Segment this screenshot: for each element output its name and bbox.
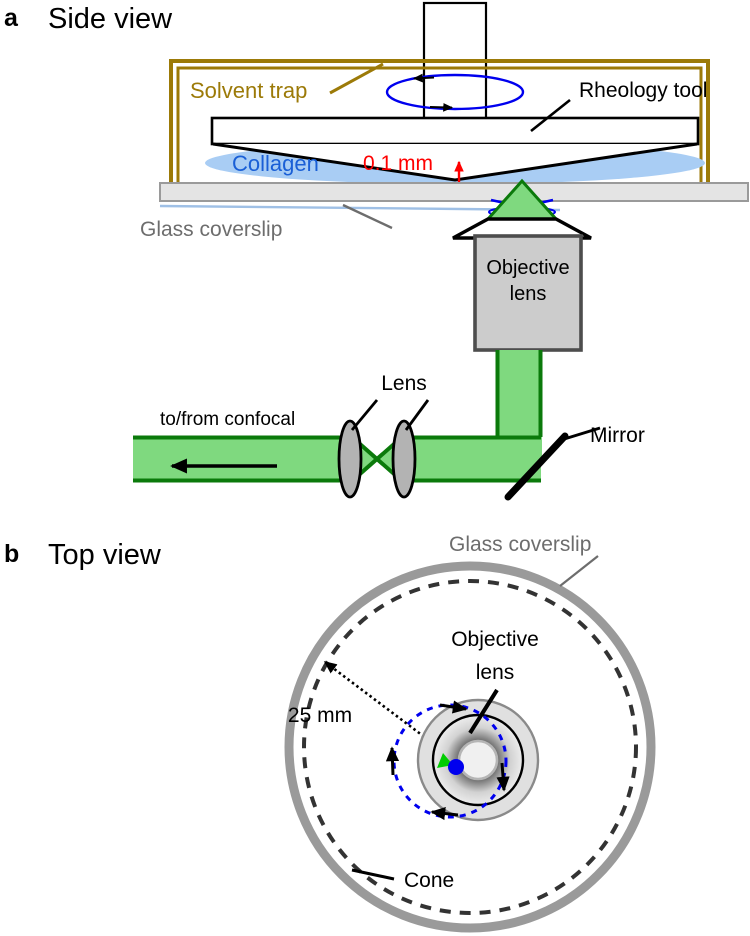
scan-arrow-right	[496, 762, 510, 792]
relay-lens-left	[337, 419, 363, 499]
mirror-surface	[504, 432, 569, 501]
objective-nosepiece	[452, 217, 592, 240]
lens-leader-left	[350, 399, 379, 431]
glass-coverslip-label: Glass coverslip	[140, 218, 282, 241]
objective-lens-body	[473, 234, 583, 352]
cone-label: Cone	[404, 869, 454, 892]
optical-beam-path	[133, 350, 543, 483]
rheology-plate	[210, 116, 700, 146]
panel-a-title: Side view	[48, 3, 173, 35]
glass-coverslip-leader	[342, 203, 393, 230]
top-objective-label-line2: lens	[476, 661, 515, 684]
tool-rotation-indicator	[385, 73, 525, 112]
solvent-trap-label: Solvent trap	[190, 78, 307, 103]
rotation-arrow-top	[412, 73, 435, 83]
cone-dashed-circle	[302, 579, 638, 915]
to-from-confocal-label: to/from confocal	[160, 409, 295, 430]
rheology-tool-leader	[530, 98, 571, 133]
scan-direction-arrows	[385, 700, 510, 821]
mirror-label: Mirror	[590, 424, 645, 447]
panel-b-title: Top view	[48, 539, 162, 571]
objective-lens-assembly: Objective lens	[452, 217, 592, 352]
top-glass-coverslip-circle	[284, 561, 656, 933]
rotation-ellipse	[385, 73, 525, 111]
panel-a-letter: a	[4, 4, 19, 32]
top-glass-coverslip-leader	[559, 555, 599, 587]
coverslip-slab	[159, 182, 749, 202]
cone-leader	[351, 868, 395, 881]
rheology-tool-label: Rheology tool	[579, 79, 707, 102]
top-objective-label-line1: Objective	[451, 628, 539, 651]
panel-a: a Side view Rh	[4, 1, 749, 501]
radius-label: 25 mm	[288, 704, 352, 727]
panel-b-letter: b	[4, 540, 19, 568]
lens-label: Lens	[381, 372, 427, 395]
collagen-label: Collagen	[232, 151, 319, 176]
relay-lens-right	[391, 419, 417, 499]
beam-horizontal-left-fill	[133, 436, 355, 482]
scan-path-circle	[392, 703, 508, 819]
top-glass-coverslip-label: Glass coverslip	[449, 533, 591, 556]
panel-b: b Top view Glass coverslip Cone 25 mm O	[4, 533, 656, 933]
lens-leader-right	[404, 399, 430, 431]
blue-focal-marker	[448, 759, 464, 775]
glass-coverslip-bar	[159, 182, 749, 212]
objective-aperture	[457, 739, 499, 781]
scan-arrow-left	[385, 746, 400, 776]
top-objective-leader	[468, 688, 499, 735]
solvent-trap-leader	[329, 62, 384, 95]
gap-label: 0.1 mm	[363, 152, 433, 175]
objective-lens-label-line1: Objective	[486, 257, 569, 279]
scan-arrow-top	[439, 700, 468, 714]
beam-horizontal-right-fill	[399, 436, 541, 482]
objective-lens-label-line2: lens	[510, 283, 547, 305]
rotation-arrow-bottom	[429, 102, 454, 112]
scan-arrow-bottom	[430, 806, 459, 821]
mirror-leader	[560, 426, 601, 442]
